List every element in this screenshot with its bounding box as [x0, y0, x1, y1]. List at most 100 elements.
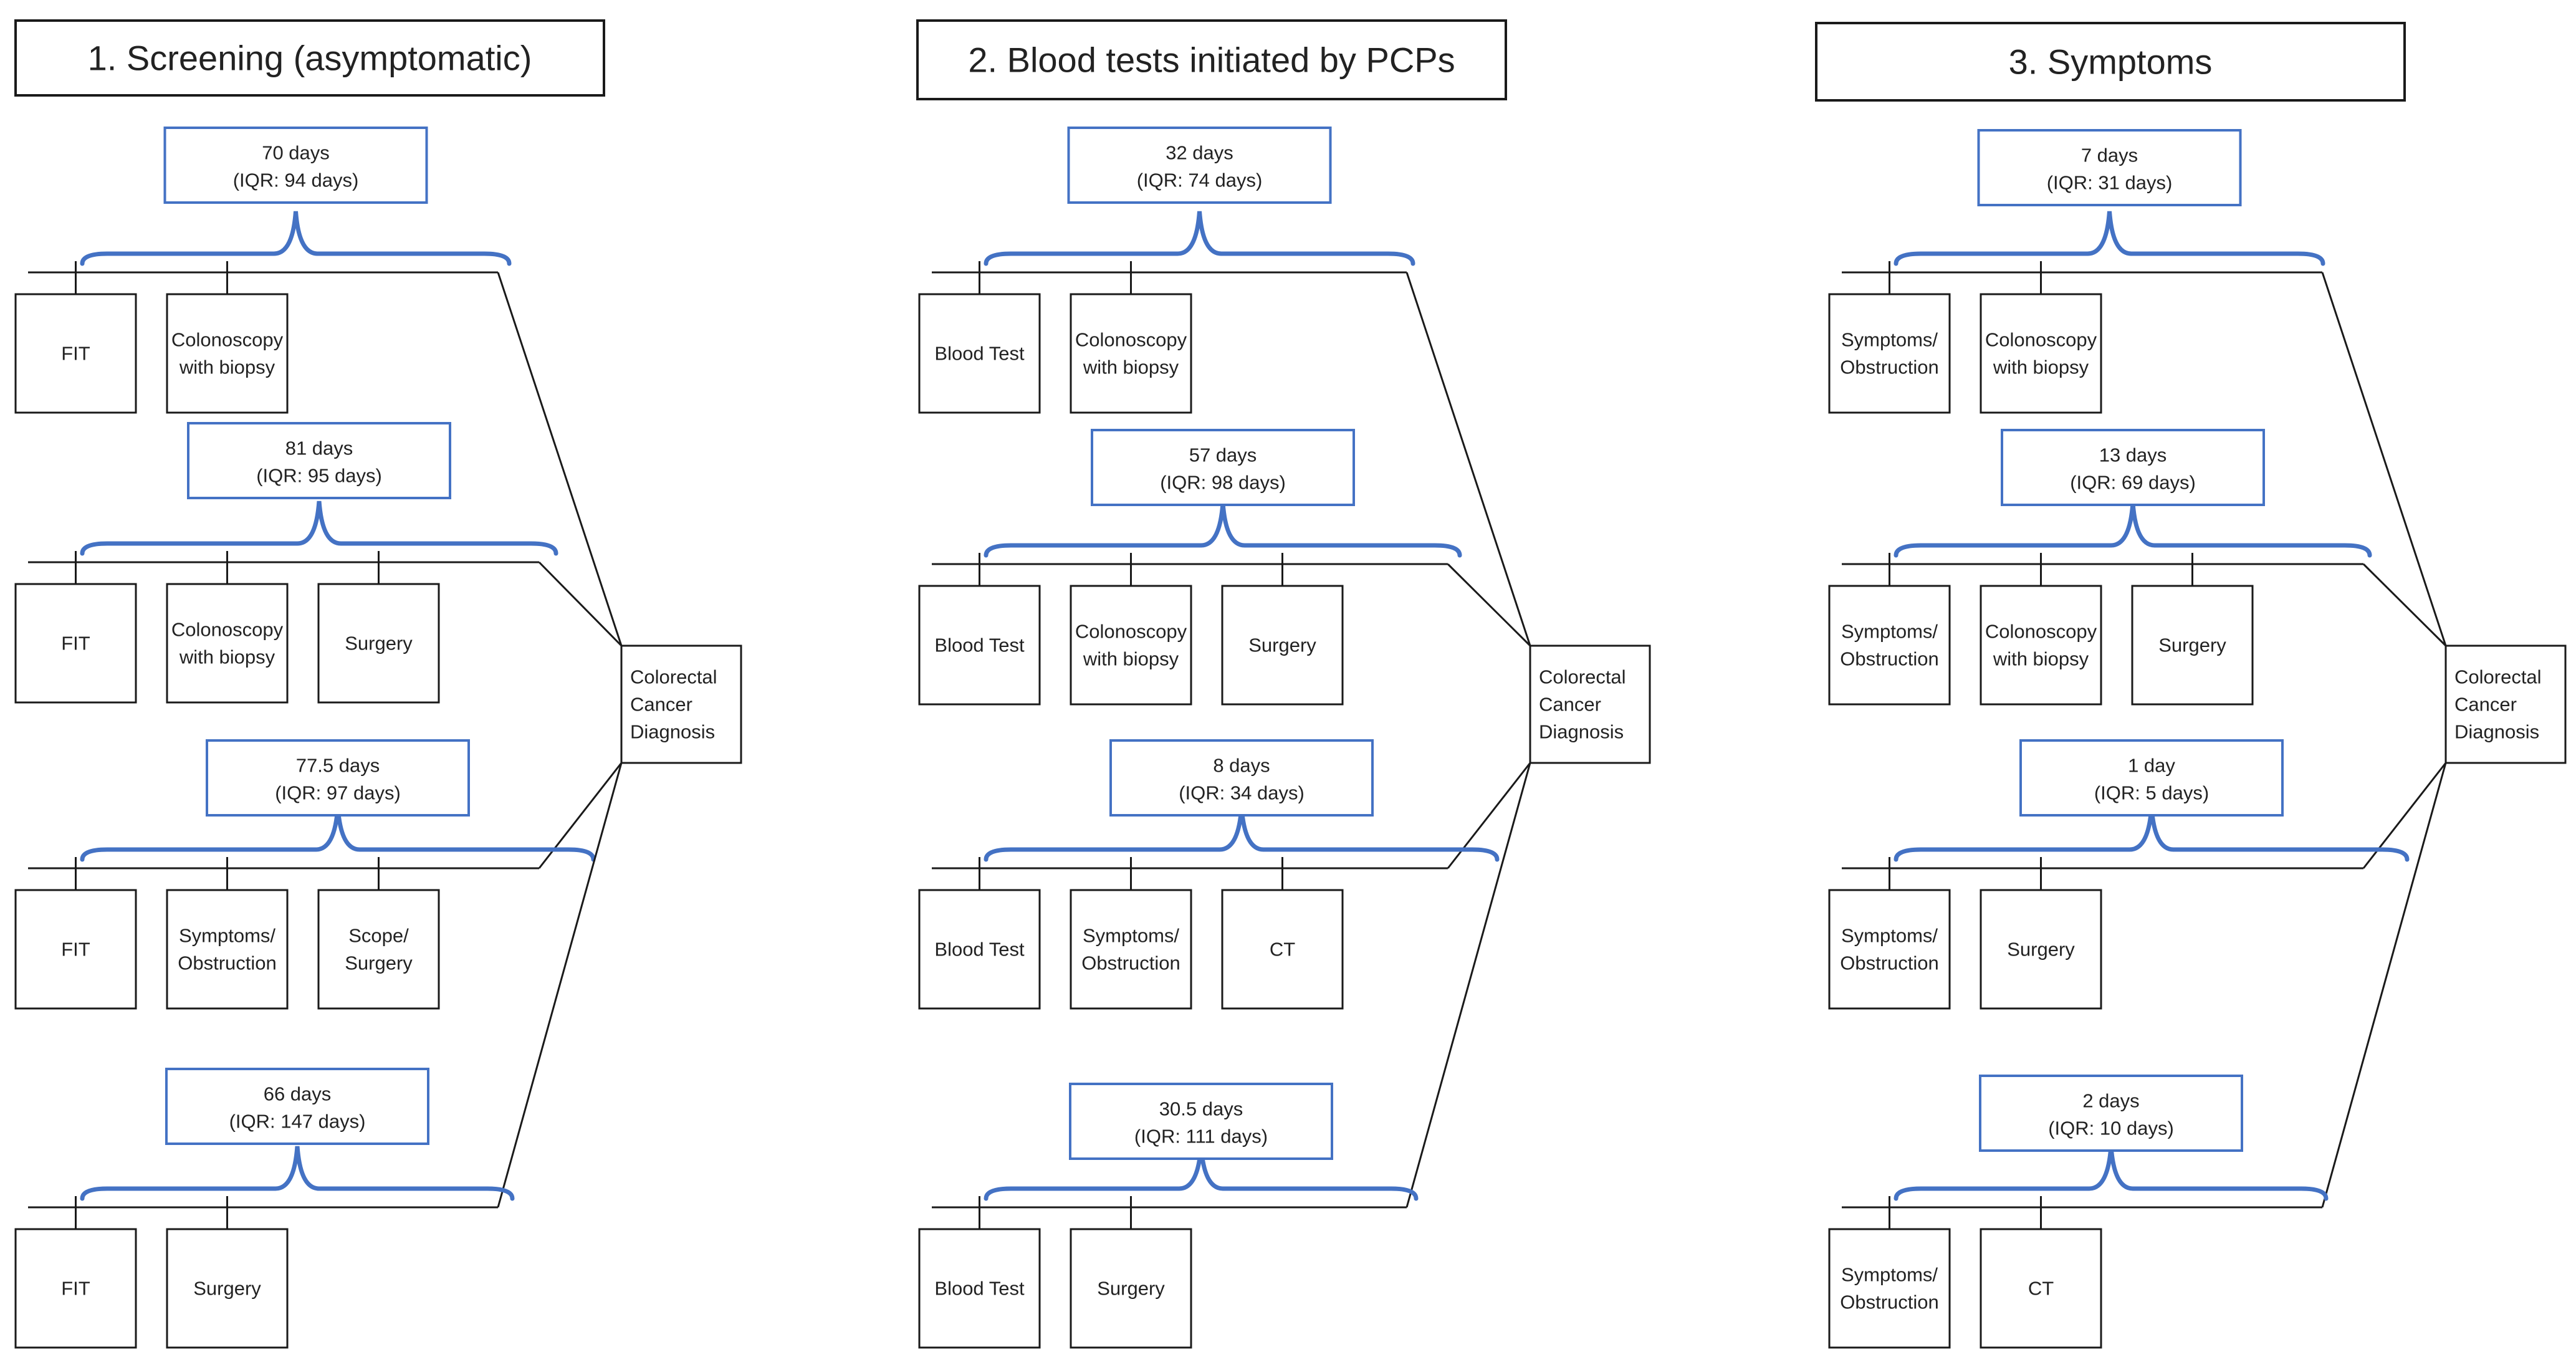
- duration-brace: [80, 211, 512, 266]
- duration-brace: [80, 501, 558, 556]
- step-box: [1980, 585, 2102, 706]
- step-blood-test: Blood Test: [918, 553, 1041, 706]
- step-label-line: Surgery: [345, 633, 413, 654]
- pathway-row: FITSymptoms/ObstructionScope/Surgery77.5…: [14, 739, 623, 1010]
- step-box: [166, 293, 289, 414]
- step-label-line: Colonoscopy: [1985, 621, 2097, 643]
- diagnosis-label-line: Cancer: [630, 694, 692, 716]
- diagnosis-connector: [2321, 272, 2447, 646]
- diagnosis-connector: [497, 272, 623, 646]
- step-label-line: with biopsy: [1993, 648, 2089, 670]
- panel-title: 3. Symptoms: [2009, 42, 2213, 82]
- diagnosis-connector: [538, 561, 623, 647]
- diagnosis-connector: [1405, 272, 1531, 646]
- median-duration: 30.5 days: [1159, 1098, 1243, 1120]
- iqr-value: (IQR: 97 days): [275, 782, 401, 804]
- step-label-line: Symptoms/: [1841, 1264, 1938, 1286]
- step-label-line: Colonoscopy: [171, 329, 284, 351]
- step-symptoms-obstruction: Symptoms/Obstruction: [1828, 1196, 1951, 1349]
- duration-box: 7 days(IQR: 31 days): [1977, 129, 2242, 206]
- step-label-line: FIT: [61, 939, 90, 960]
- diagnosis-connector: [2362, 563, 2447, 647]
- diagnosis-frame: [1529, 644, 1651, 764]
- step-label-line: FIT: [61, 343, 90, 365]
- diagnosis-label-line: Cancer: [2454, 694, 2517, 716]
- step-label: Symptoms/Obstruction: [1840, 1264, 1939, 1313]
- panel-1: 1. Screening (asymptomatic)ColorectalCan…: [14, 19, 742, 1349]
- step-label: Symptoms/Obstruction: [1081, 925, 1180, 974]
- duration-frame: [1067, 127, 1332, 204]
- step-label: FIT: [61, 1278, 90, 1300]
- iqr-value: (IQR: 98 days): [1160, 472, 1286, 494]
- median-duration: 32 days: [1166, 142, 1233, 164]
- step-box: [317, 889, 440, 1010]
- step-surgery: Surgery: [317, 551, 440, 704]
- step-label-line: Obstruction: [1081, 952, 1180, 974]
- diagnosis-label-line: Diagnosis: [630, 721, 715, 743]
- duration-box: 66 days(IQR: 147 days): [165, 1068, 429, 1145]
- step-label-line: with biopsy: [1993, 357, 2089, 378]
- duration-brace: [1894, 211, 2325, 266]
- duration-brace: [984, 211, 1415, 266]
- step-label-line: Surgery: [345, 952, 413, 974]
- step-label-line: Surgery: [2158, 635, 2226, 656]
- step-label-line: Symptoms/: [1841, 329, 1938, 351]
- step-label-line: Blood Test: [934, 939, 1025, 960]
- step-label-line: Colonoscopy: [171, 619, 284, 641]
- step-label-line: Colonoscopy: [1075, 621, 1187, 643]
- duration-box: 1 day(IQR: 5 days): [2019, 739, 2284, 817]
- panel-title-box: 3. Symptoms: [1815, 22, 2406, 102]
- median-duration: 70 days: [262, 142, 330, 164]
- duration-frame: [163, 127, 428, 204]
- step-box: [166, 583, 289, 704]
- diagnosis-frame: [620, 644, 742, 764]
- step-box: [1221, 585, 1344, 706]
- step-label: CT: [2028, 1278, 2054, 1300]
- step-label-line: Blood Test: [934, 1278, 1025, 1300]
- step-label-line: Blood Test: [934, 343, 1025, 365]
- panel-title-frame: [916, 19, 1507, 100]
- step-label: Symptoms/Obstruction: [1840, 925, 1939, 974]
- duration-box: 81 days(IQR: 95 days): [187, 422, 451, 499]
- step-label-line: Scope/: [348, 925, 409, 947]
- median-duration: 77.5 days: [296, 755, 380, 777]
- step-box: [1070, 889, 1192, 1010]
- duration-brace: [1894, 1146, 2329, 1201]
- step-box: [317, 583, 440, 704]
- duration-frame: [165, 1068, 429, 1145]
- median-duration: 8 days: [1213, 755, 1270, 777]
- step-surgery: Surgery: [166, 1196, 289, 1349]
- panel-title-box: 1. Screening (asymptomatic): [14, 19, 605, 97]
- step-label-line: Obstruction: [1840, 1291, 1939, 1313]
- iqr-value: (IQR: 147 days): [229, 1111, 366, 1133]
- step-box: [1828, 1228, 1951, 1349]
- step-label: Surgery: [2007, 939, 2075, 960]
- step-label-line: Surgery: [193, 1278, 261, 1300]
- step-label-line: Symptoms/: [1083, 925, 1179, 947]
- duration-frame: [1069, 1083, 1333, 1160]
- step-box: [1221, 889, 1344, 1010]
- step-label-line: Surgery: [2007, 939, 2075, 960]
- iqr-value: (IQR: 5 days): [2094, 782, 2209, 804]
- step-label-line: FIT: [61, 633, 90, 654]
- duration-frame: [1109, 739, 1374, 817]
- iqr-value: (IQR: 31 days): [2047, 172, 2173, 194]
- step-box: [1980, 889, 2102, 1010]
- step-label: Symptoms/Obstruction: [1840, 329, 1939, 378]
- median-duration: 13 days: [2099, 444, 2167, 466]
- step-box: [14, 889, 137, 1010]
- duration-frame: [206, 739, 470, 817]
- step-label: Surgery: [193, 1278, 261, 1300]
- panel-title-frame: [1815, 22, 2406, 102]
- step-box: [14, 1228, 137, 1349]
